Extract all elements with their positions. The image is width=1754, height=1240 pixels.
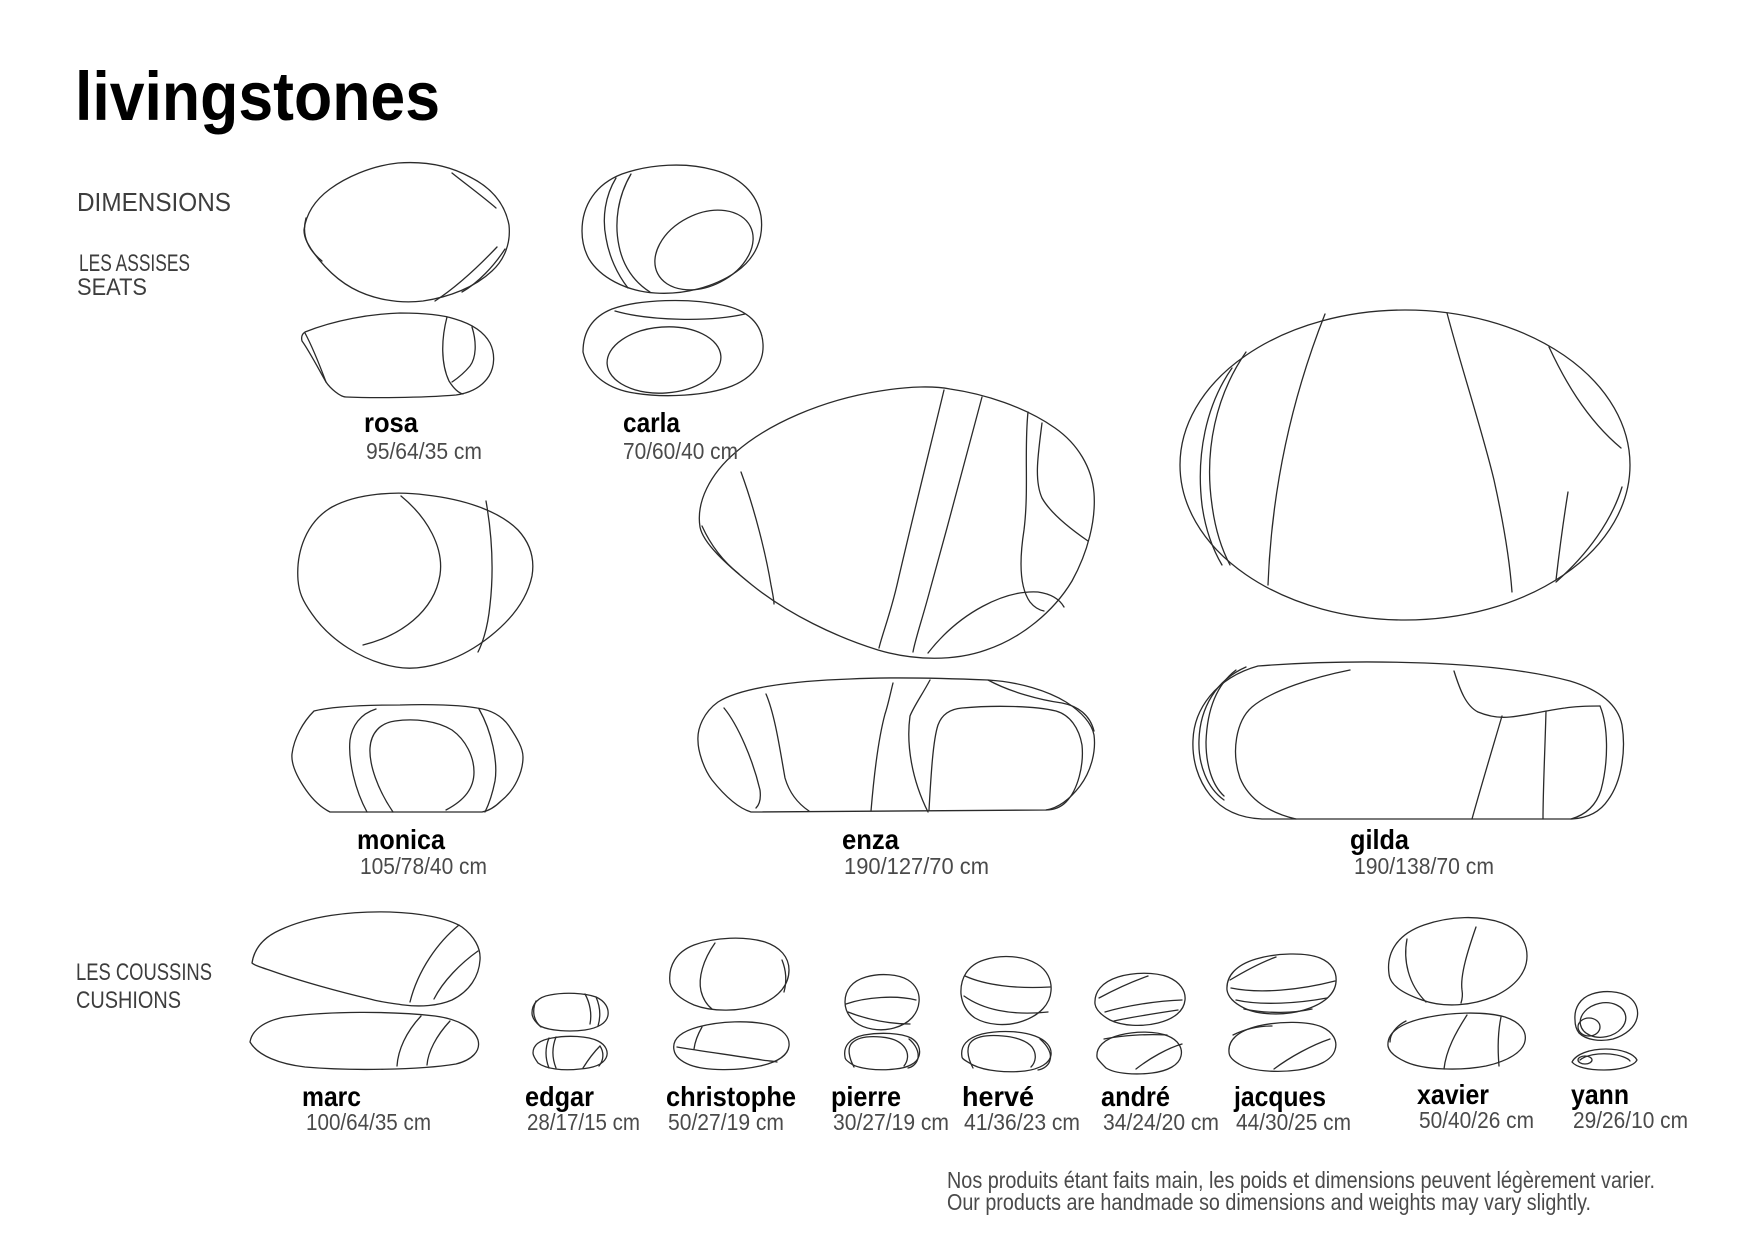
svg-text:LES COUSSINS: LES COUSSINS: [76, 959, 212, 986]
svg-text:andré: andré: [1101, 1081, 1170, 1112]
svg-text:rosa: rosa: [364, 407, 418, 438]
svg-text:jacques: jacques: [1233, 1081, 1326, 1112]
svg-text:29/26/10 cm: 29/26/10 cm: [1573, 1107, 1688, 1133]
svg-text:gilda: gilda: [1350, 824, 1409, 855]
svg-text:monica: monica: [357, 824, 445, 855]
svg-text:CUSHIONS: CUSHIONS: [76, 987, 181, 1014]
svg-text:50/40/26 cm: 50/40/26 cm: [1419, 1107, 1534, 1133]
svg-text:xavier: xavier: [1417, 1079, 1489, 1110]
svg-text:44/30/25 cm: 44/30/25 cm: [1236, 1109, 1351, 1135]
svg-text:SEATS: SEATS: [77, 274, 147, 301]
svg-text:marc: marc: [302, 1081, 361, 1112]
svg-text:edgar: edgar: [525, 1081, 594, 1112]
svg-text:carla: carla: [623, 407, 680, 438]
svg-text:yann: yann: [1571, 1079, 1629, 1110]
svg-text:190/127/70 cm: 190/127/70 cm: [844, 853, 989, 879]
svg-text:Our products are handmade so d: Our products are handmade so dimensions …: [947, 1189, 1591, 1215]
svg-text:Nos produits étant faits main,: Nos produits étant faits main, les poids…: [947, 1167, 1655, 1193]
svg-text:hervé: hervé: [962, 1081, 1034, 1112]
svg-text:41/36/23 cm: 41/36/23 cm: [964, 1109, 1080, 1135]
svg-text:190/138/70 cm: 190/138/70 cm: [1354, 853, 1494, 879]
svg-text:95/64/35 cm: 95/64/35 cm: [366, 438, 482, 464]
svg-text:34/24/20 cm: 34/24/20 cm: [1103, 1109, 1219, 1135]
svg-text:105/78/40 cm: 105/78/40 cm: [360, 853, 487, 879]
svg-text:livingstones: livingstones: [75, 58, 440, 135]
svg-text:christophe: christophe: [666, 1081, 796, 1112]
svg-text:50/27/19 cm: 50/27/19 cm: [668, 1109, 784, 1135]
svg-text:pierre: pierre: [831, 1081, 901, 1112]
svg-text:70/60/40 cm: 70/60/40 cm: [623, 438, 738, 464]
svg-text:30/27/19 cm: 30/27/19 cm: [833, 1109, 949, 1135]
svg-text:28/17/15 cm: 28/17/15 cm: [527, 1109, 640, 1135]
svg-text:DIMENSIONS: DIMENSIONS: [77, 187, 231, 217]
svg-text:LES ASSISES: LES ASSISES: [79, 250, 190, 277]
svg-text:100/64/35 cm: 100/64/35 cm: [306, 1109, 431, 1135]
svg-text:enza: enza: [842, 824, 899, 855]
